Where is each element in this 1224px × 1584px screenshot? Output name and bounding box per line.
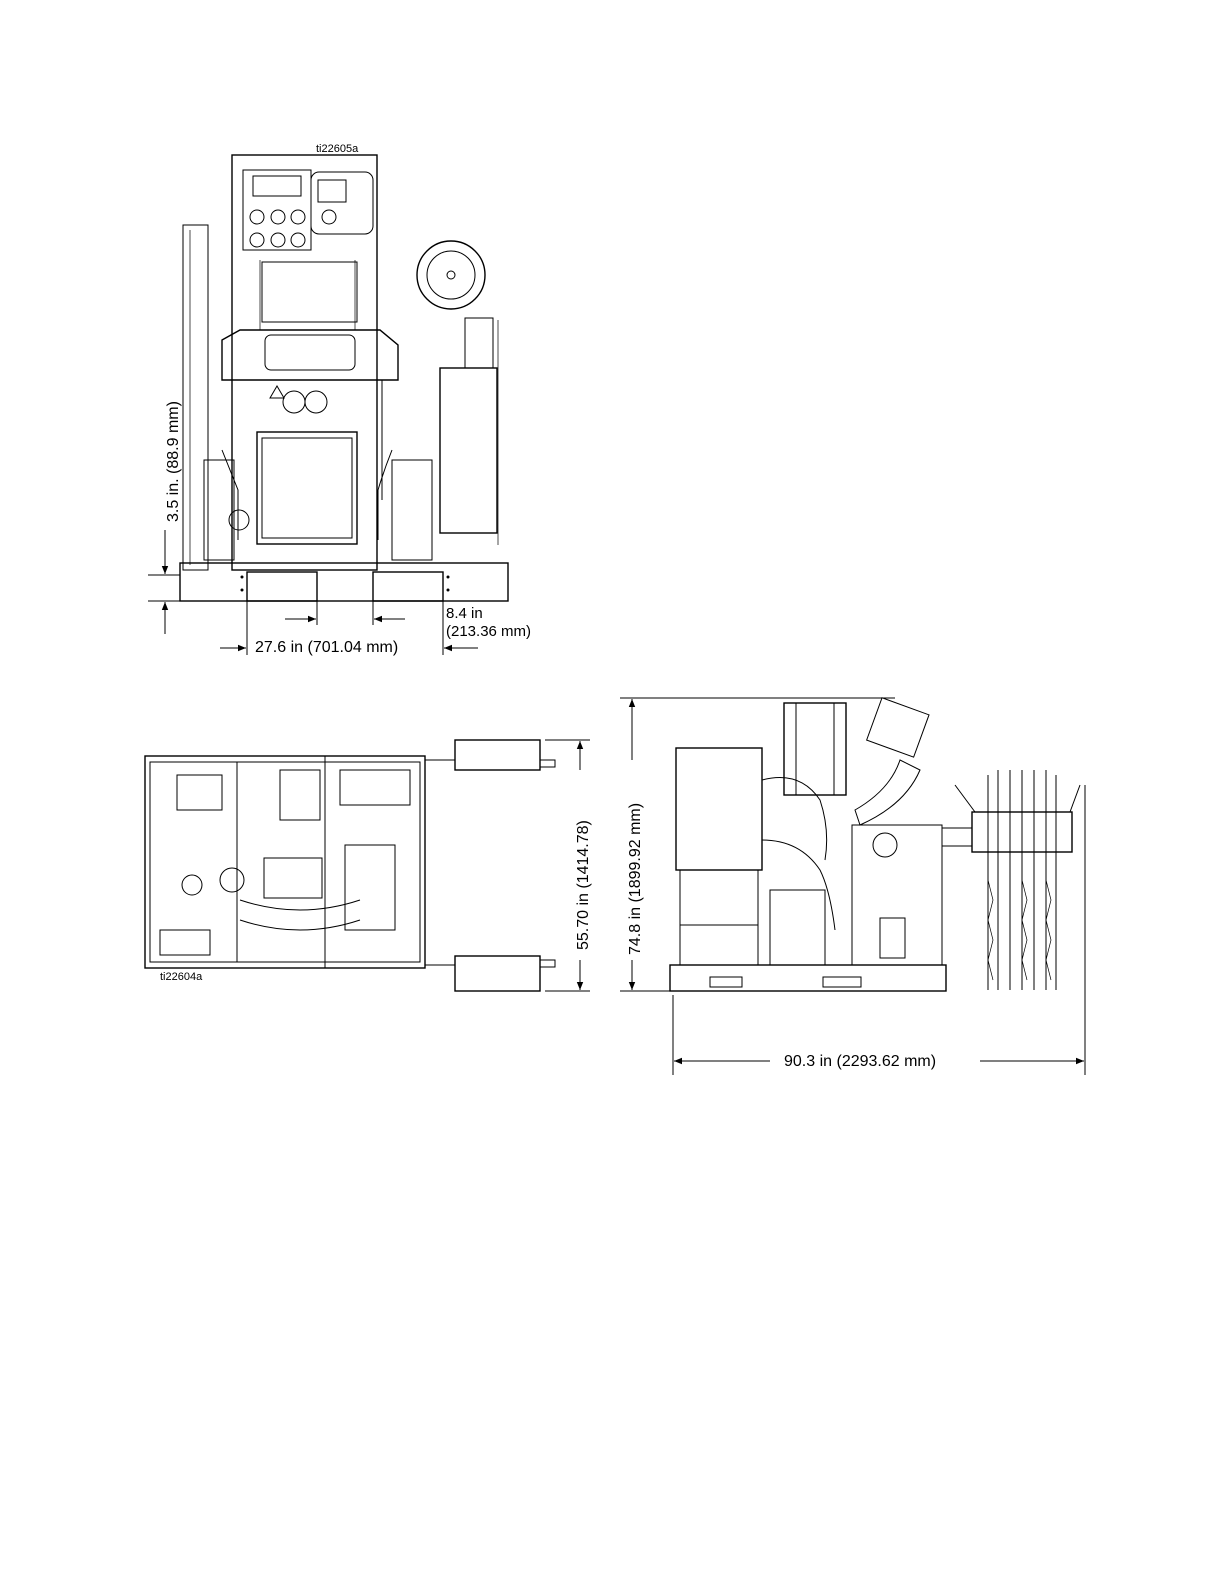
gauge-row-top: [250, 210, 305, 247]
fork-pocket-width-label-in: 8.4 in: [446, 605, 483, 622]
fork-pocket-width-label-mm: (213.36 mm): [446, 623, 531, 640]
skid-height-label: 3.5 in. (88.9 mm): [165, 401, 182, 522]
adm-screen: [318, 180, 346, 202]
hose-reel-hub: [447, 271, 455, 279]
side-boom: [855, 760, 920, 825]
skid-base: [180, 563, 508, 601]
display-small: [253, 176, 301, 196]
side-hose-reel: [955, 770, 1080, 990]
front-view: ti22605a: [148, 143, 531, 656]
electrical-box: [257, 432, 357, 544]
pressure-gauge-b: [305, 391, 327, 413]
proportioner-cover: [222, 330, 398, 380]
front-view-figure-id: ti22605a: [316, 143, 359, 155]
fork-bottom: [455, 956, 540, 991]
adm-knob: [322, 210, 336, 224]
side-control-panel: [867, 698, 929, 757]
side-tank: [676, 748, 762, 870]
overall-width-label: 55.70 in (1414.78): [575, 820, 592, 950]
top-view-figure-id: ti22604a: [160, 971, 203, 983]
fork-pocket-right: [373, 572, 443, 601]
fork-pocket-left: [247, 572, 317, 601]
overall-length-label: 90.3 in (2293.62 mm): [784, 1053, 936, 1070]
hose-reel-inner: [427, 251, 475, 299]
fork-top: [455, 740, 540, 770]
pressure-gauge-a: [283, 391, 305, 413]
fork-pocket-spacing-label: 27.6 in (701.04 mm): [255, 639, 398, 656]
top-pump: [264, 858, 322, 898]
right-cabinet: [440, 368, 497, 533]
warning-icon: [270, 386, 284, 398]
adm-display: [311, 172, 373, 234]
side-view: 74.8 in (1899.92 mm) 90.3 in (2293.62 mm…: [620, 698, 1085, 1075]
side-mast: [784, 703, 846, 795]
overall-height-label: 74.8 in (1899.92 mm): [627, 803, 644, 955]
top-frame: [145, 756, 425, 968]
top-view: ti22604a 55.70 in (1414.78): [145, 740, 592, 991]
